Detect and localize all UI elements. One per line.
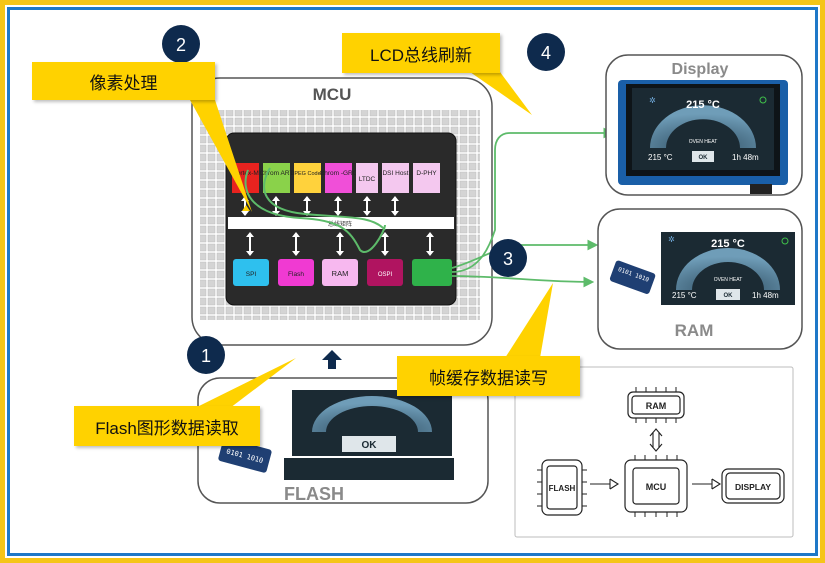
ram-power-icon xyxy=(781,237,789,245)
svg-text:OK: OK xyxy=(699,155,709,161)
svg-text:OK: OK xyxy=(362,440,378,451)
svg-text:2: 2 xyxy=(176,35,186,55)
ram-panel: 215 °C OVEN HEAT 215 °C OK 1h 48m ✲ 0101… xyxy=(597,208,803,350)
framebuffer-callout-tail xyxy=(505,283,553,358)
display-panel: Display 215 °C OVEN HEAT 215 °C OK 1h 48… xyxy=(605,54,803,196)
ram-time: 1h 48m xyxy=(752,291,779,300)
flash-read-callout: Flash图形数据读取 xyxy=(74,406,260,446)
display-ok-button xyxy=(692,151,714,162)
bd-flash-label: FLASH xyxy=(549,484,576,493)
mcu-top-block-chrom-grc: Chrom -GRC xyxy=(320,163,358,193)
display-power-icon xyxy=(759,96,767,104)
ram-gauge xyxy=(676,248,780,290)
mcu-title: MCU xyxy=(313,85,352,104)
svg-text:Flash: Flash xyxy=(288,271,304,278)
step-badge-2: 2 xyxy=(162,25,200,63)
svg-text:Cortex-M: Cortex-M xyxy=(232,170,259,177)
lcd-callout-tail xyxy=(470,72,532,115)
pixel-pointer xyxy=(242,205,250,211)
svg-text:Chrom -GRC: Chrom -GRC xyxy=(320,170,358,177)
flash-ok-button xyxy=(342,436,396,452)
step-badge-4: 4 xyxy=(527,33,565,71)
display-left-temp: 215 °C xyxy=(648,153,673,162)
mcu-top-block-ltdc: LTDC xyxy=(356,163,378,193)
display-gauge xyxy=(650,105,756,148)
display-connector xyxy=(750,184,772,194)
svg-text:RAM: RAM xyxy=(332,269,349,278)
svg-text:JPEG Codec: JPEG Codec xyxy=(292,171,324,177)
framebuffer-callout: 帧缓存数据读写 xyxy=(397,356,580,396)
flash-callout-tail xyxy=(195,358,296,408)
ram-chip-icon: 0101 1010 xyxy=(609,260,656,294)
mcu-bottom-block-output xyxy=(412,259,452,286)
ram-left-temp: 215 °C xyxy=(672,291,697,300)
flash-gauge xyxy=(312,396,432,432)
flash-title: FLASH xyxy=(284,484,344,504)
step-badge-3: 3 xyxy=(489,239,527,277)
inner-frame xyxy=(7,7,818,556)
bd-flash-mcu-arrow xyxy=(590,478,620,490)
svg-text:DSI Host: DSI Host xyxy=(382,170,408,177)
svg-text:D-PHY: D-PHY xyxy=(416,170,437,177)
svg-text:1: 1 xyxy=(201,346,211,366)
flash-to-mcu-arrow xyxy=(322,350,342,369)
svg-text:OK: OK xyxy=(724,293,734,299)
ram-mode: OVEN HEAT xyxy=(714,277,743,283)
mcu-bottom-block-flash: Flash xyxy=(278,259,314,286)
display-time: 1h 48m xyxy=(732,153,759,162)
lcd-bus-callout: LCD总线刷新 xyxy=(342,33,500,73)
bd-pin-ticks xyxy=(537,387,678,517)
ram-fan-icon: ✲ xyxy=(668,235,675,244)
data-path-line-2 xyxy=(263,167,386,231)
bd-display-label: DISPLAY xyxy=(735,482,771,492)
data-path-line-1 xyxy=(244,169,386,254)
svg-text:OSPI: OSPI xyxy=(378,272,393,278)
svg-text:Chrom ART: Chrom ART xyxy=(260,170,294,177)
ram-temp: 215 °C xyxy=(711,238,745,250)
ram-title: RAM xyxy=(675,321,714,340)
flash-chip-icon: 0101 1010 xyxy=(218,437,272,473)
svg-text:SPI: SPI xyxy=(246,271,257,278)
display-title: Display xyxy=(672,61,729,78)
bd-mcu-label: MCU xyxy=(646,482,667,492)
bus-matrix-label: 总线矩阵 xyxy=(328,220,352,228)
display-mode: OVEN HEAT xyxy=(689,139,718,145)
block-diagram: RAM MCU FLASH DISPLAY xyxy=(514,366,794,538)
mcu-top-block-dphy: D-PHY xyxy=(413,163,440,193)
mcu-top-block-jpeg: JPEG Codec xyxy=(292,163,324,193)
pixel-processing-callout: 像素处理 xyxy=(32,62,215,100)
svg-text:4: 4 xyxy=(541,43,551,63)
display-temp: 215 °C xyxy=(686,99,720,111)
mcu-bottom-arrows xyxy=(246,232,434,256)
step-badge-1: 1 xyxy=(187,336,225,374)
svg-text:3: 3 xyxy=(503,249,513,269)
mcu-top-block-chrom-art: Chrom ART xyxy=(260,163,294,193)
flash-panel: OK 0101 1010 FLASH xyxy=(197,377,489,504)
mcu-panel: MCU 总线矩阵 Cortex-M Chrom ART JPEG Codec xyxy=(191,77,493,346)
ram-ok-button xyxy=(716,289,740,300)
bd-mcu-display-arrow xyxy=(692,478,722,490)
mcu-bottom-block-spi: SPI xyxy=(233,259,269,286)
mcu-top-block-dsi: DSI Host xyxy=(382,163,409,193)
bus-matrix-bar xyxy=(228,217,454,229)
display-fan-icon: ✲ xyxy=(649,96,656,105)
bd-ram-label: RAM xyxy=(646,401,667,411)
pixel-callout-tail xyxy=(190,100,252,212)
mcu-bottom-block-ram: RAM xyxy=(322,259,358,286)
ram-read-line xyxy=(451,275,595,288)
svg-text:LTDC: LTDC xyxy=(359,176,376,183)
bd-ram-mcu-arrow xyxy=(649,428,663,452)
mcu-bottom-block-ospi: OSPI xyxy=(367,259,403,286)
flash-bottom-strip xyxy=(284,458,454,480)
lcd-bus-line xyxy=(451,127,615,273)
